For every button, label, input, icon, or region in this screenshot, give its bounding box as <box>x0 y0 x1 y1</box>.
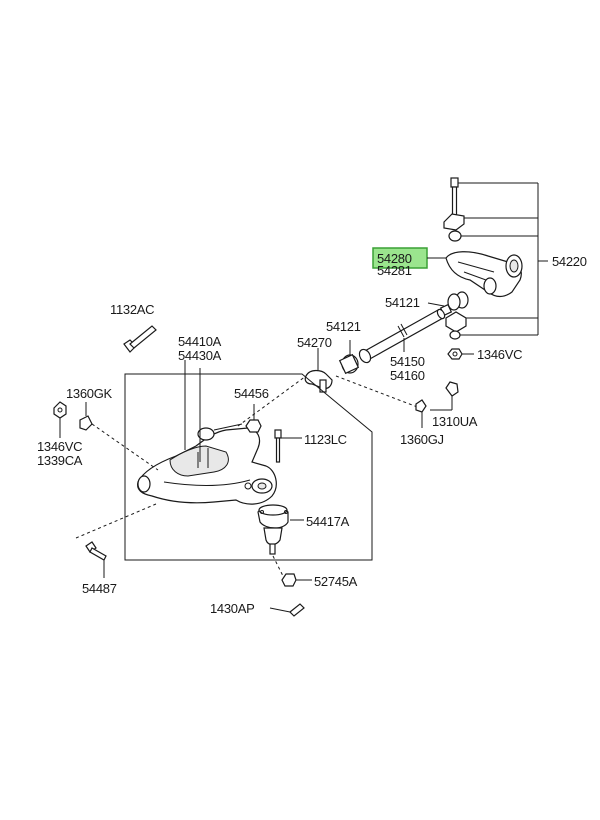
leader-left <box>91 423 159 471</box>
label-54410a[interactable]: 54410A <box>178 334 222 349</box>
label-54456[interactable]: 54456 <box>234 386 269 401</box>
label-54121-lower[interactable]: 54121 <box>326 319 361 334</box>
label-54417a[interactable]: 54417A <box>306 514 350 529</box>
label-54121-upper[interactable]: 54121 <box>385 295 420 310</box>
label-54150[interactable]: 54150 <box>390 354 425 369</box>
label-1132ac[interactable]: 1132AC <box>110 302 155 317</box>
bolt-1310ua[interactable] <box>430 381 459 411</box>
upper-control-arm[interactable] <box>445 251 523 298</box>
lower-arm-frame <box>124 373 373 561</box>
cam-adjuster[interactable] <box>304 369 333 393</box>
leader-54487 <box>75 503 157 539</box>
label-54281[interactable]: 54281 <box>377 263 412 278</box>
label-52745a[interactable]: 52745A <box>314 574 358 589</box>
upper-bushing-pair[interactable] <box>439 291 469 317</box>
label-54280[interactable]: 54280 <box>377 251 412 266</box>
cotter-pin[interactable] <box>289 603 305 617</box>
nut-52745a[interactable] <box>281 573 297 587</box>
leader-1360gj <box>335 375 421 409</box>
label-54270[interactable]: 54270 <box>297 335 332 350</box>
washer-1360gk[interactable] <box>79 415 93 431</box>
label-1346vc-right[interactable]: 1346VC <box>477 347 522 362</box>
bolt-54487[interactable] <box>85 541 107 561</box>
label-1430ap[interactable]: 1430AP <box>210 601 255 616</box>
label-54430a[interactable]: 54430A <box>178 348 222 363</box>
label-1360gj[interactable]: 1360GJ <box>400 432 444 447</box>
label-54220[interactable]: 54220 <box>552 254 587 269</box>
label-1123lc[interactable]: 1123LC <box>304 432 347 447</box>
label-54487[interactable]: 54487 <box>82 581 117 596</box>
bolt-1123lc[interactable] <box>274 429 282 463</box>
label-1339ca[interactable]: 1339CA <box>37 453 83 468</box>
labels: 54220 54280 54281 54121 1346VC 1132AC 54… <box>37 251 587 616</box>
label-54160[interactable]: 54160 <box>390 368 425 383</box>
leader-ball-joint <box>272 555 284 577</box>
nut-1346vc-right[interactable] <box>447 348 463 360</box>
label-1360gk[interactable]: 1360GK <box>66 386 113 401</box>
label-1346vc-left[interactable]: 1346VC <box>37 439 82 454</box>
cross-shaft[interactable] <box>362 308 446 361</box>
upper-bolt[interactable] <box>450 177 459 216</box>
nut-1360gj[interactable] <box>415 399 427 413</box>
ball-joint[interactable] <box>257 504 289 555</box>
upper-nut[interactable] <box>448 230 462 242</box>
bolt-1132ac[interactable] <box>123 325 157 353</box>
shaft-bushing[interactable] <box>338 347 373 375</box>
label-1310ua[interactable]: 1310UA <box>432 414 478 429</box>
nut-54456[interactable] <box>245 419 262 433</box>
lower-control-arm[interactable] <box>137 423 277 505</box>
leader-frame-shaft <box>237 375 307 427</box>
upper-washer[interactable] <box>443 213 465 231</box>
upper-lower-plate[interactable] <box>445 311 467 340</box>
upper-arm-bracket-lines <box>458 182 548 336</box>
nut-1346vc-left[interactable] <box>53 401 67 419</box>
